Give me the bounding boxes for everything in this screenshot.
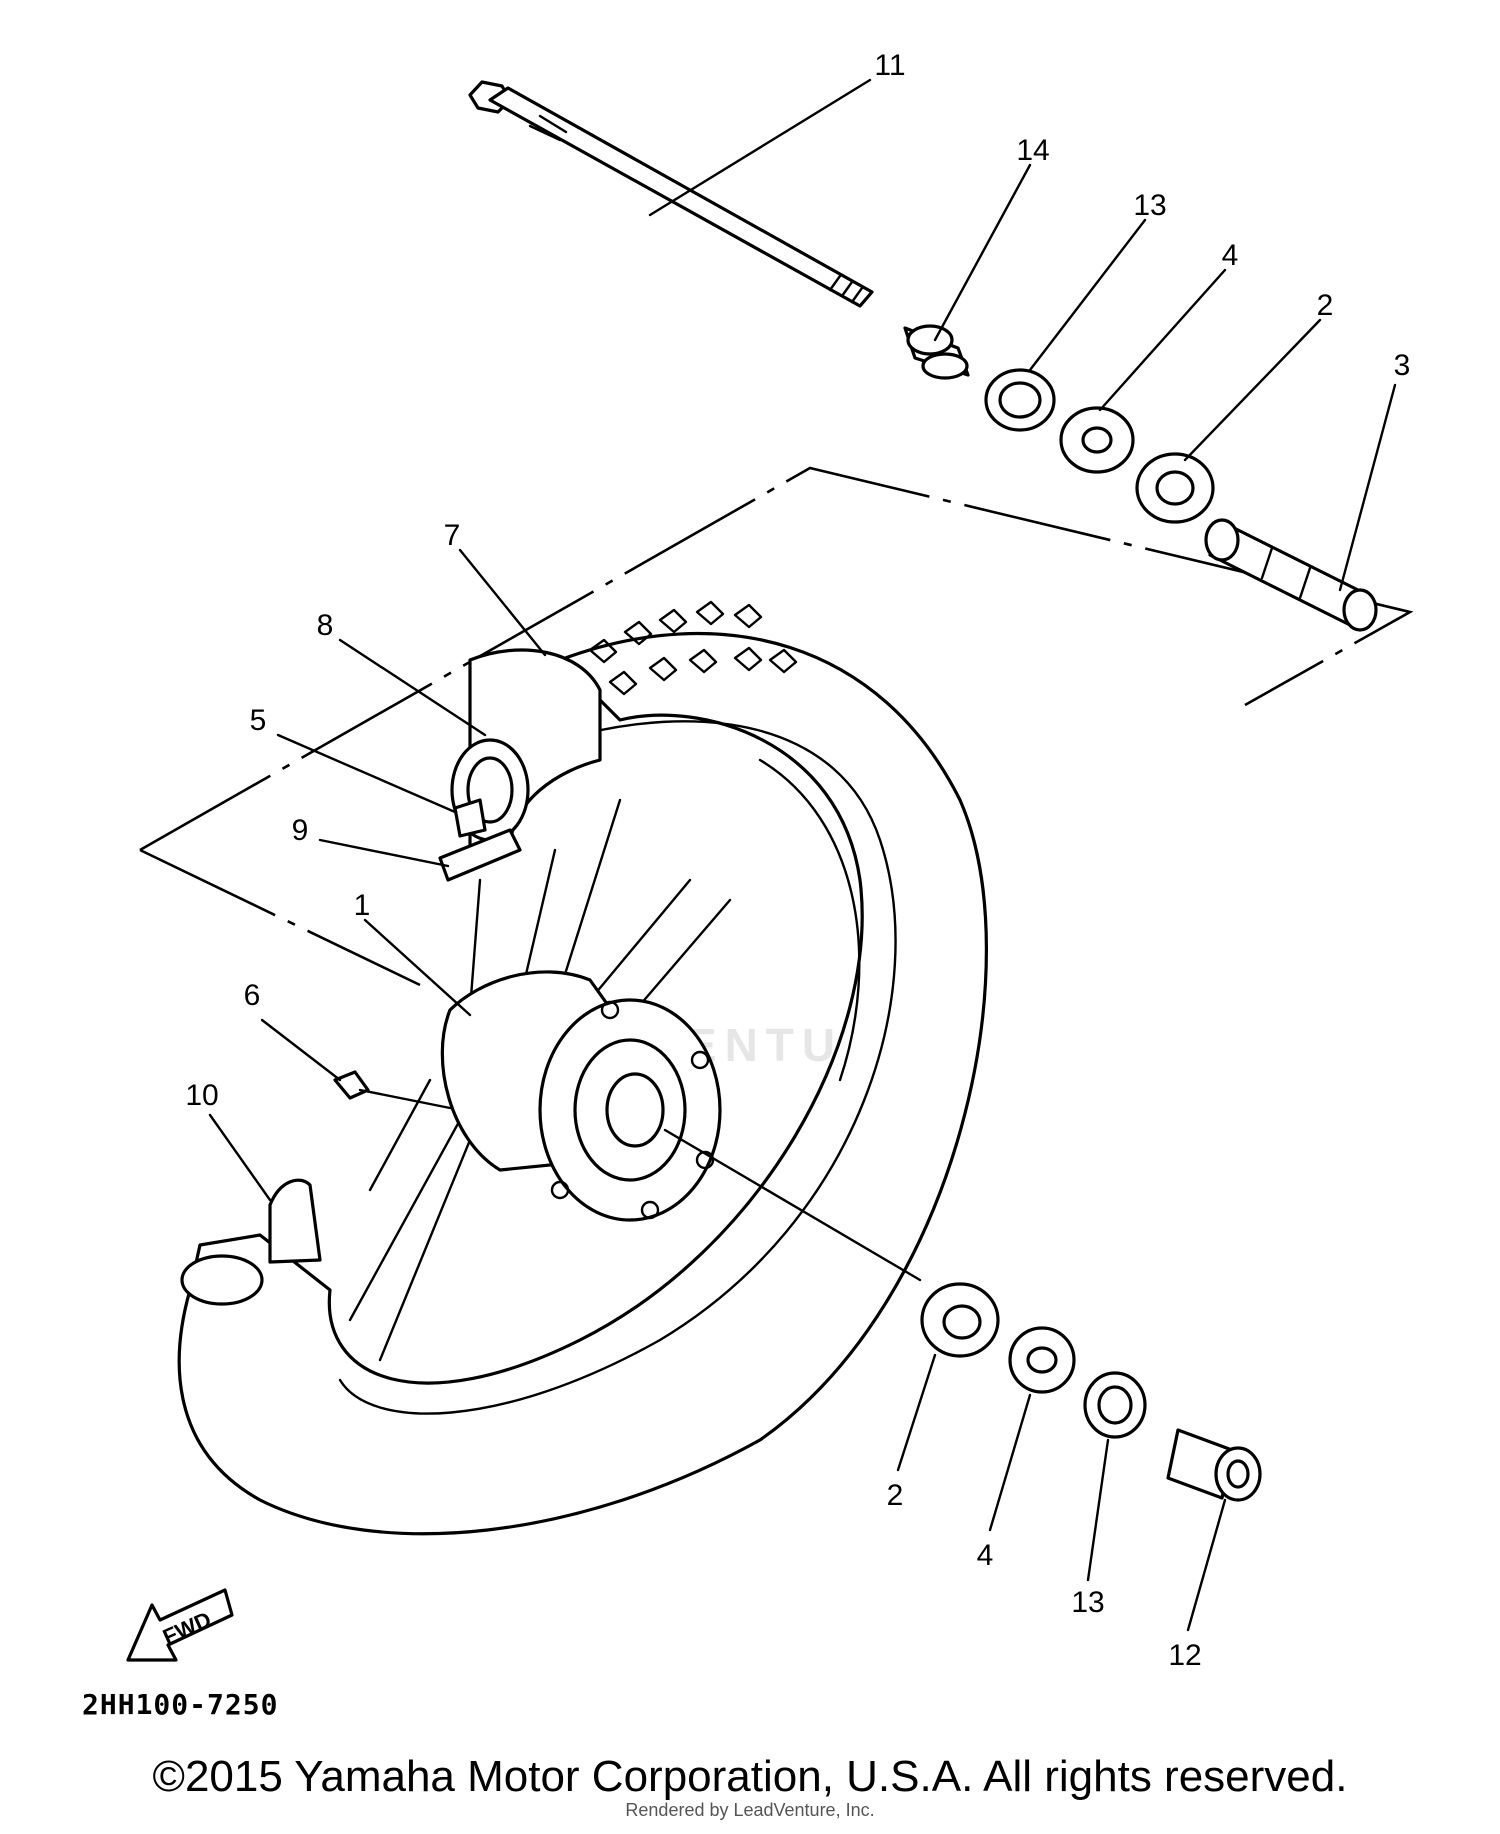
callout-2-top: 2 <box>1317 289 1334 322</box>
collar-part-14 <box>903 324 970 380</box>
spacer-part-4-bottom <box>1008 1326 1076 1394</box>
callout-11: 11 <box>874 49 905 82</box>
bearing-part-2-bottom <box>920 1282 1000 1358</box>
callout-9: 9 <box>292 814 309 847</box>
callout-10: 10 <box>185 1079 218 1112</box>
callout-13-top: 13 <box>1133 189 1166 222</box>
rim-band-part-9 <box>438 828 522 882</box>
callout-7: 7 <box>444 519 461 552</box>
callout-2-bottom: 2 <box>887 1479 904 1512</box>
callout-numbers: 11 14 13 4 2 3 7 8 5 9 1 6 10 2 4 13 12 <box>185 49 1410 1672</box>
callout-14: 14 <box>1016 134 1049 167</box>
oil-seal-part-13-top <box>984 368 1056 432</box>
callout-3: 3 <box>1394 349 1411 382</box>
part-code: 2HH100-7250 <box>82 1688 279 1721</box>
spacer-part-4-top <box>1059 406 1135 474</box>
copyright-notice: ©2015 Yamaha Motor Corporation, U.S.A. A… <box>152 1752 1348 1801</box>
rendered-by-note: Rendered by LeadVenture, Inc. <box>625 1800 875 1820</box>
fwd-arrow: FWD <box>126 1588 234 1662</box>
callout-4-top: 4 <box>1222 239 1239 272</box>
hub-part-1 <box>440 970 922 1282</box>
callout-5: 5 <box>250 704 267 737</box>
rim-lock-part-5 <box>453 798 487 838</box>
bearing-part-2-top <box>1135 452 1215 524</box>
oil-seal-part-13-bottom <box>1083 1371 1147 1439</box>
valve-part-10 <box>180 1178 322 1306</box>
nipple-part-6 <box>333 1070 452 1110</box>
callout-6: 6 <box>244 979 261 1012</box>
tire-part-7 <box>177 600 989 1536</box>
collar-part-3 <box>1204 518 1378 632</box>
callout-1: 1 <box>354 889 371 922</box>
callout-13-bottom: 13 <box>1071 1586 1104 1619</box>
callout-12: 12 <box>1168 1639 1201 1672</box>
collar-part-12 <box>1166 1428 1262 1502</box>
callout-8: 8 <box>317 609 334 642</box>
callout-4-bottom: 4 <box>977 1539 994 1572</box>
leader-lines <box>208 78 1397 1632</box>
